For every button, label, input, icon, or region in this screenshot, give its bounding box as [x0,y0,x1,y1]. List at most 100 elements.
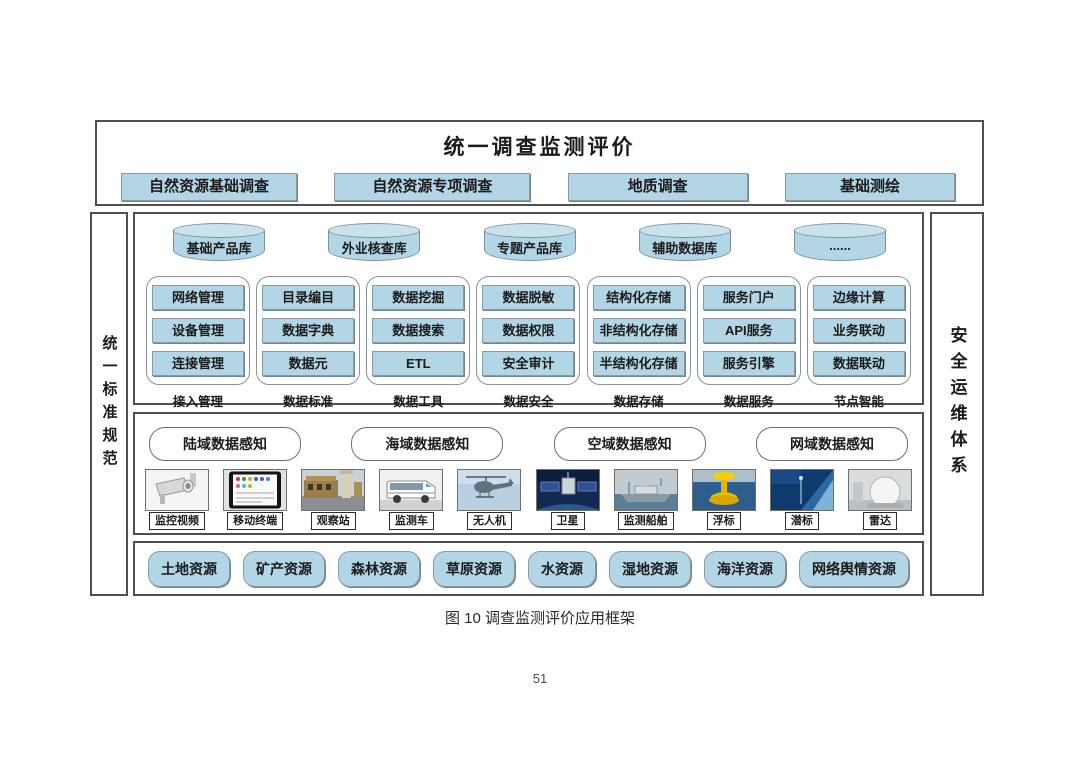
database-label: 外业核查库 [341,241,407,256]
zone-land: 陆域数据感知 [149,427,301,461]
submerged-buoy-icon [769,469,834,511]
device-mobile-terminal: 移动终端 [217,469,293,530]
column-group: 数据脱敏 数据权限 安全审计 [476,276,581,385]
device-label: 卫星 [550,512,585,530]
capability-cell: 半结构化存储 [592,351,685,376]
column-group: 网络管理 设备管理 连接管理 [146,276,250,385]
survey-box-geology: 地质调查 [567,173,748,201]
device-label: 监测船舶 [617,512,674,530]
monitoring-van-icon [379,469,444,511]
survey-box-mapping: 基础测绘 [784,173,955,201]
device-label: 移动终端 [227,512,284,530]
resource-forest: 森林资源 [338,550,420,587]
column-label: 数据服务 [723,395,774,409]
column-label: 接入管理 [172,395,223,409]
capability-cell: 非结构化存储 [592,318,685,343]
database-label: 专题产品库 [496,241,562,256]
page-number: 51 [532,671,548,686]
device-monitoring-ship: 监测船舶 [608,469,684,530]
unified-evaluation-panel: 统一调查监测评价 自然资源基础调查 自然资源专项调查 地质调查 基础测绘 [95,120,984,206]
zone-network: 网域数据感知 [755,427,908,461]
device-label: 潜标 [784,512,819,530]
device-label: 观察站 [310,512,356,530]
capability-cell: 服务引擎 [702,351,795,376]
capability-columns: 网络管理 设备管理 连接管理 接入管理 目录编目 数据字典 数据元 数据标准 数… [135,276,922,410]
data-platform-panel: 基础产品库 外业核查库 专题产品库 辅助数据库 ...... 网络管理 设备管理… [133,212,924,409]
diagram-title: 统一调查监测评价 [443,136,636,159]
device-radar: 雷达 [842,469,918,530]
database-thematic-products: 专题产品库 [483,223,576,261]
capability-cell: 服务门户 [702,285,795,310]
column-data-standard: 目录编目 数据字典 数据元 数据标准 [256,276,361,410]
capability-cell: 数据脱敏 [482,285,575,310]
device-label: 无人机 [466,512,512,530]
right-security-bar: 安全运维体系 [930,212,984,596]
capability-cell: 数据联动 [812,351,905,376]
left-standard-bar: 统一标准规范 [90,212,128,596]
capability-cell: 结构化存储 [592,285,685,310]
database-basic-products: 基础产品库 [173,223,265,261]
capability-cell: API服务 [702,318,795,343]
column-data-security: 数据脱敏 数据权限 安全审计 数据安全 [476,276,581,410]
column-group: 边缘计算 业务联动 数据联动 [806,276,911,385]
capability-cell: 数据权限 [482,318,575,343]
left-bar-label: 统一标准规范 [100,335,118,473]
column-data-tools: 数据挖掘 数据搜索 ETL 数据工具 [366,276,471,410]
database-row: 基础产品库 外业核查库 专题产品库 辅助数据库 ...... [135,223,922,271]
survey-box-special: 自然资源专项调查 [334,173,531,201]
right-bar-label: 安全运维体系 [947,326,967,482]
database-auxiliary: 辅助数据库 [638,223,731,261]
capability-cell: ETL [372,351,465,376]
device-drone: 无人机 [451,469,527,530]
column-label: 数据标准 [283,395,334,409]
database-label: 基础产品库 [186,241,252,256]
database-field-check: 外业核查库 [328,223,421,261]
column-data-service: 服务门户 API服务 服务引擎 数据服务 [696,276,801,410]
device-label: 监测车 [388,512,434,530]
resource-land: 土地资源 [148,550,230,587]
column-group: 结构化存储 非结构化存储 半结构化存储 [586,276,691,385]
zone-sea: 海域数据感知 [351,427,504,461]
zone-air: 空域数据感知 [553,427,706,461]
column-node-intelligence: 边缘计算 业务联动 数据联动 节点智能 [806,276,911,410]
column-data-storage: 结构化存储 非结构化存储 半结构化存储 数据存储 [586,276,691,410]
device-label: 浮标 [706,512,741,530]
capability-cell: 数据字典 [262,318,355,343]
capability-cell: 边缘计算 [812,285,905,310]
capability-cell: 安全审计 [482,351,575,376]
figure-caption: 图 10 调查监测评价应用框架 [444,610,636,627]
capability-cell: 业务联动 [812,318,905,343]
device-cctv: 监控视频 [139,469,215,530]
column-label: 数据存储 [613,395,664,409]
data-perception-panel: 陆域数据感知 海域数据感知 空域数据感知 网域数据感知 监控视频 [133,412,924,535]
column-group: 服务门户 API服务 服务引擎 [696,276,801,385]
capability-cell: 数据搜索 [372,318,465,343]
device-satellite: 卫星 [530,469,606,530]
column-group: 数据挖掘 数据搜索 ETL [366,276,471,385]
capability-cell: 目录编目 [262,285,355,310]
capability-cell: 数据元 [262,351,355,376]
resource-water: 水资源 [528,550,596,587]
device-buoy: 浮标 [686,469,762,530]
device-monitoring-van: 监测车 [373,469,449,530]
resource-grassland: 草原资源 [433,550,515,587]
survey-box-basic: 自然资源基础调查 [121,173,297,201]
cctv-camera-icon [145,469,209,511]
radar-dome-icon [847,469,912,511]
satellite-icon [535,469,600,511]
column-label: 数据安全 [503,395,554,409]
database-label: ...... [829,238,851,253]
capability-cell: 网络管理 [152,285,244,310]
resource-wetland: 湿地资源 [609,550,691,587]
device-observation-station: 观察站 [295,469,371,530]
capability-cell: 数据挖掘 [372,285,465,310]
database-label: 辅助数据库 [652,241,718,256]
device-submerged-buoy: 潜标 [764,469,840,530]
perception-zone-row: 陆域数据感知 海域数据感知 空域数据感知 网域数据感知 [135,427,922,461]
buoy-icon [691,469,756,511]
tablet-icon [223,469,288,511]
observation-station-icon [301,469,366,511]
resource-network-opinion: 网络舆情资源 [799,550,909,587]
capability-cell: 设备管理 [152,318,244,343]
monitoring-ship-icon [613,469,678,511]
